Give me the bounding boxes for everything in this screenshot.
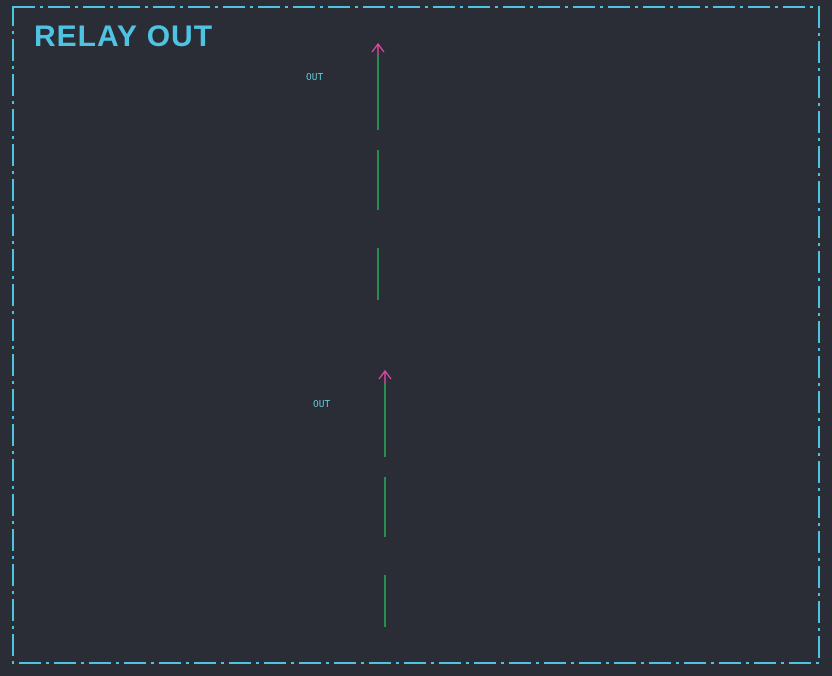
relay-channel-2: +5V OUT D7 D_Zener 1 2 3 Q2 BC817 R10 1k… xyxy=(313,369,392,627)
net-label-out: OUT xyxy=(306,72,323,83)
sheet-title: RELAY OUT xyxy=(34,20,213,53)
power-port: +5V xyxy=(371,42,385,56)
sheet-border xyxy=(12,6,820,664)
net-label-out: OUT xyxy=(313,399,330,410)
power-port: +5V xyxy=(378,369,392,383)
relay-channel-1: +5V OUT D6 D_Zener 1 2 3 Q1 BC817 R9 1k … xyxy=(306,42,385,300)
